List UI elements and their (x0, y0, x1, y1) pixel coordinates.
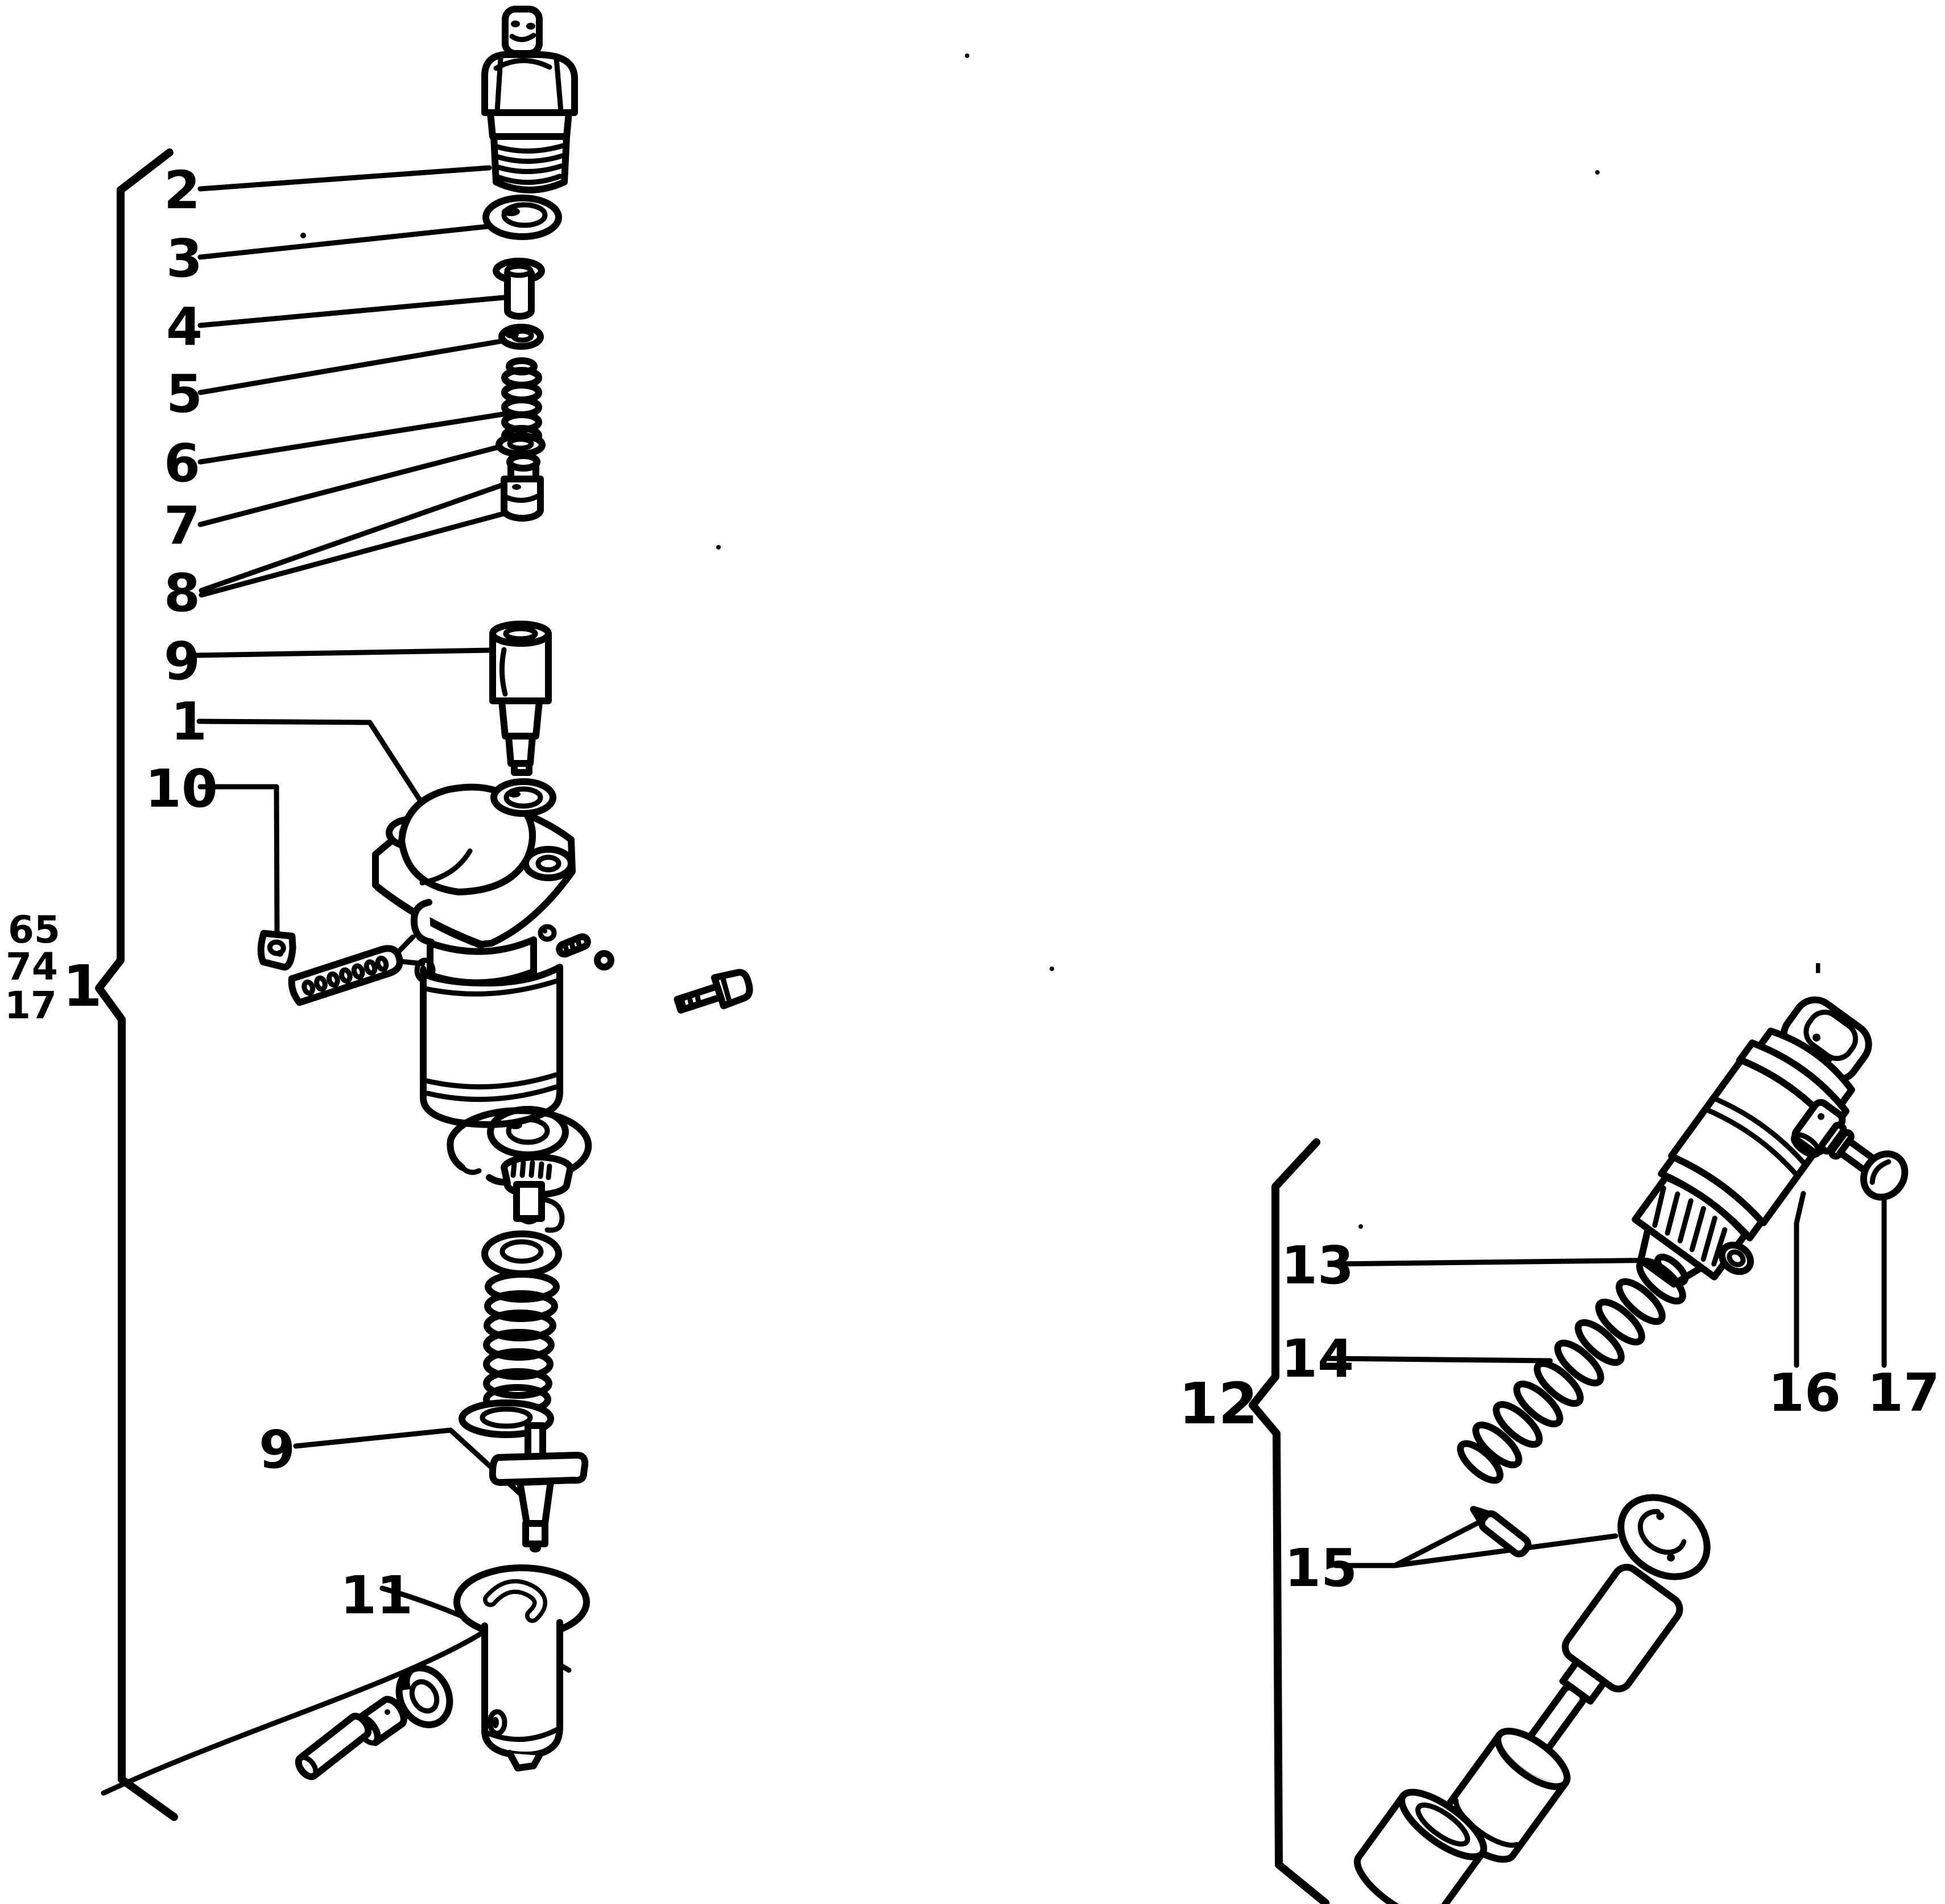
callout-bracket-1: 1 (63, 953, 102, 1019)
callout-9: 9 (164, 631, 200, 692)
part-banjo-bolt (1818, 1121, 1909, 1201)
edge-number-row2: 74 (6, 945, 58, 989)
callout-6: 6 (164, 433, 200, 494)
part-valve-seat-ring (498, 324, 544, 350)
leader-16 (1794, 1191, 1806, 1368)
part-needle-valve (1470, 1494, 1711, 1753)
callout-4: 4 (166, 296, 203, 357)
part-plunger-barrel (489, 621, 552, 776)
part-nozzle-washer (1718, 1241, 1754, 1275)
callout-bracket-12: 12 (1179, 1370, 1258, 1437)
part-spring-washer (495, 432, 546, 457)
callout-labels-left: 2 3 4 5 6 7 8 9 1 10 9 11 (145, 160, 413, 1626)
part-small-pin-spring (556, 933, 591, 958)
part-upper-spring-seat (481, 1230, 562, 1277)
edge-number-row3: 17 (5, 984, 57, 1027)
leader-2 (197, 165, 492, 192)
callout-labels-right: 13 14 15 16 17 (1281, 1235, 1940, 1599)
leader-11b (101, 1631, 484, 1796)
edge-number-row1: 65 (8, 908, 60, 952)
part-pump-body (372, 778, 592, 1186)
callout-17: 17 (1867, 1362, 1940, 1423)
callout-3: 3 (166, 228, 203, 289)
part-lock-nut (257, 930, 296, 971)
part-nozzle-spring (1457, 1253, 1688, 1484)
part-small-ball (594, 950, 614, 970)
leader-8a (199, 482, 505, 593)
scan-specks (300, 53, 1600, 1229)
part-pump-plunger (489, 1422, 589, 1552)
part-side-screw (674, 969, 753, 1014)
page-edge-numbers: 65 74 17 (5, 908, 60, 1027)
part-control-rack (288, 934, 426, 1006)
part-roller-pin (295, 1712, 372, 1781)
leader-3 (197, 224, 491, 260)
part-valve-stop (501, 452, 544, 522)
part-small-ring (538, 924, 557, 942)
leader-4 (197, 295, 507, 328)
part-nozzle-nut (1353, 1789, 1488, 1904)
leader-1 (196, 718, 433, 819)
part-plunger-guide (501, 1153, 574, 1233)
leader-15b (1392, 1533, 1618, 1568)
bracket-assembly-1 (95, 148, 178, 1821)
callout-16: 16 (1768, 1362, 1841, 1423)
callout-7: 7 (164, 495, 200, 556)
leader-7 (197, 444, 501, 527)
leader-14 (1325, 1356, 1553, 1364)
leader-5 (197, 338, 503, 395)
leader-8b (199, 511, 506, 598)
leader-10 (197, 784, 280, 939)
callout-9b: 9 (259, 1419, 295, 1480)
leader-lines-left (101, 165, 572, 1796)
part-delivery-valve-holder (481, 6, 578, 193)
callout-5: 5 (166, 364, 203, 424)
bracket-assembly-12 (1249, 1138, 1329, 1904)
part-tappet-assembly (453, 1564, 590, 1771)
part-delivery-valve-spring (501, 357, 542, 447)
tick-mark: ' (1812, 957, 1824, 999)
part-plunger-spring (483, 1271, 560, 1415)
callout-8: 8 (164, 563, 200, 623)
part-delivery-valve (493, 258, 545, 320)
leader-9 (193, 647, 494, 658)
leader-6 (197, 411, 506, 465)
callout-2: 2 (164, 160, 200, 221)
part-injector-body (1632, 996, 1872, 1288)
part-holder-washer (482, 195, 562, 240)
